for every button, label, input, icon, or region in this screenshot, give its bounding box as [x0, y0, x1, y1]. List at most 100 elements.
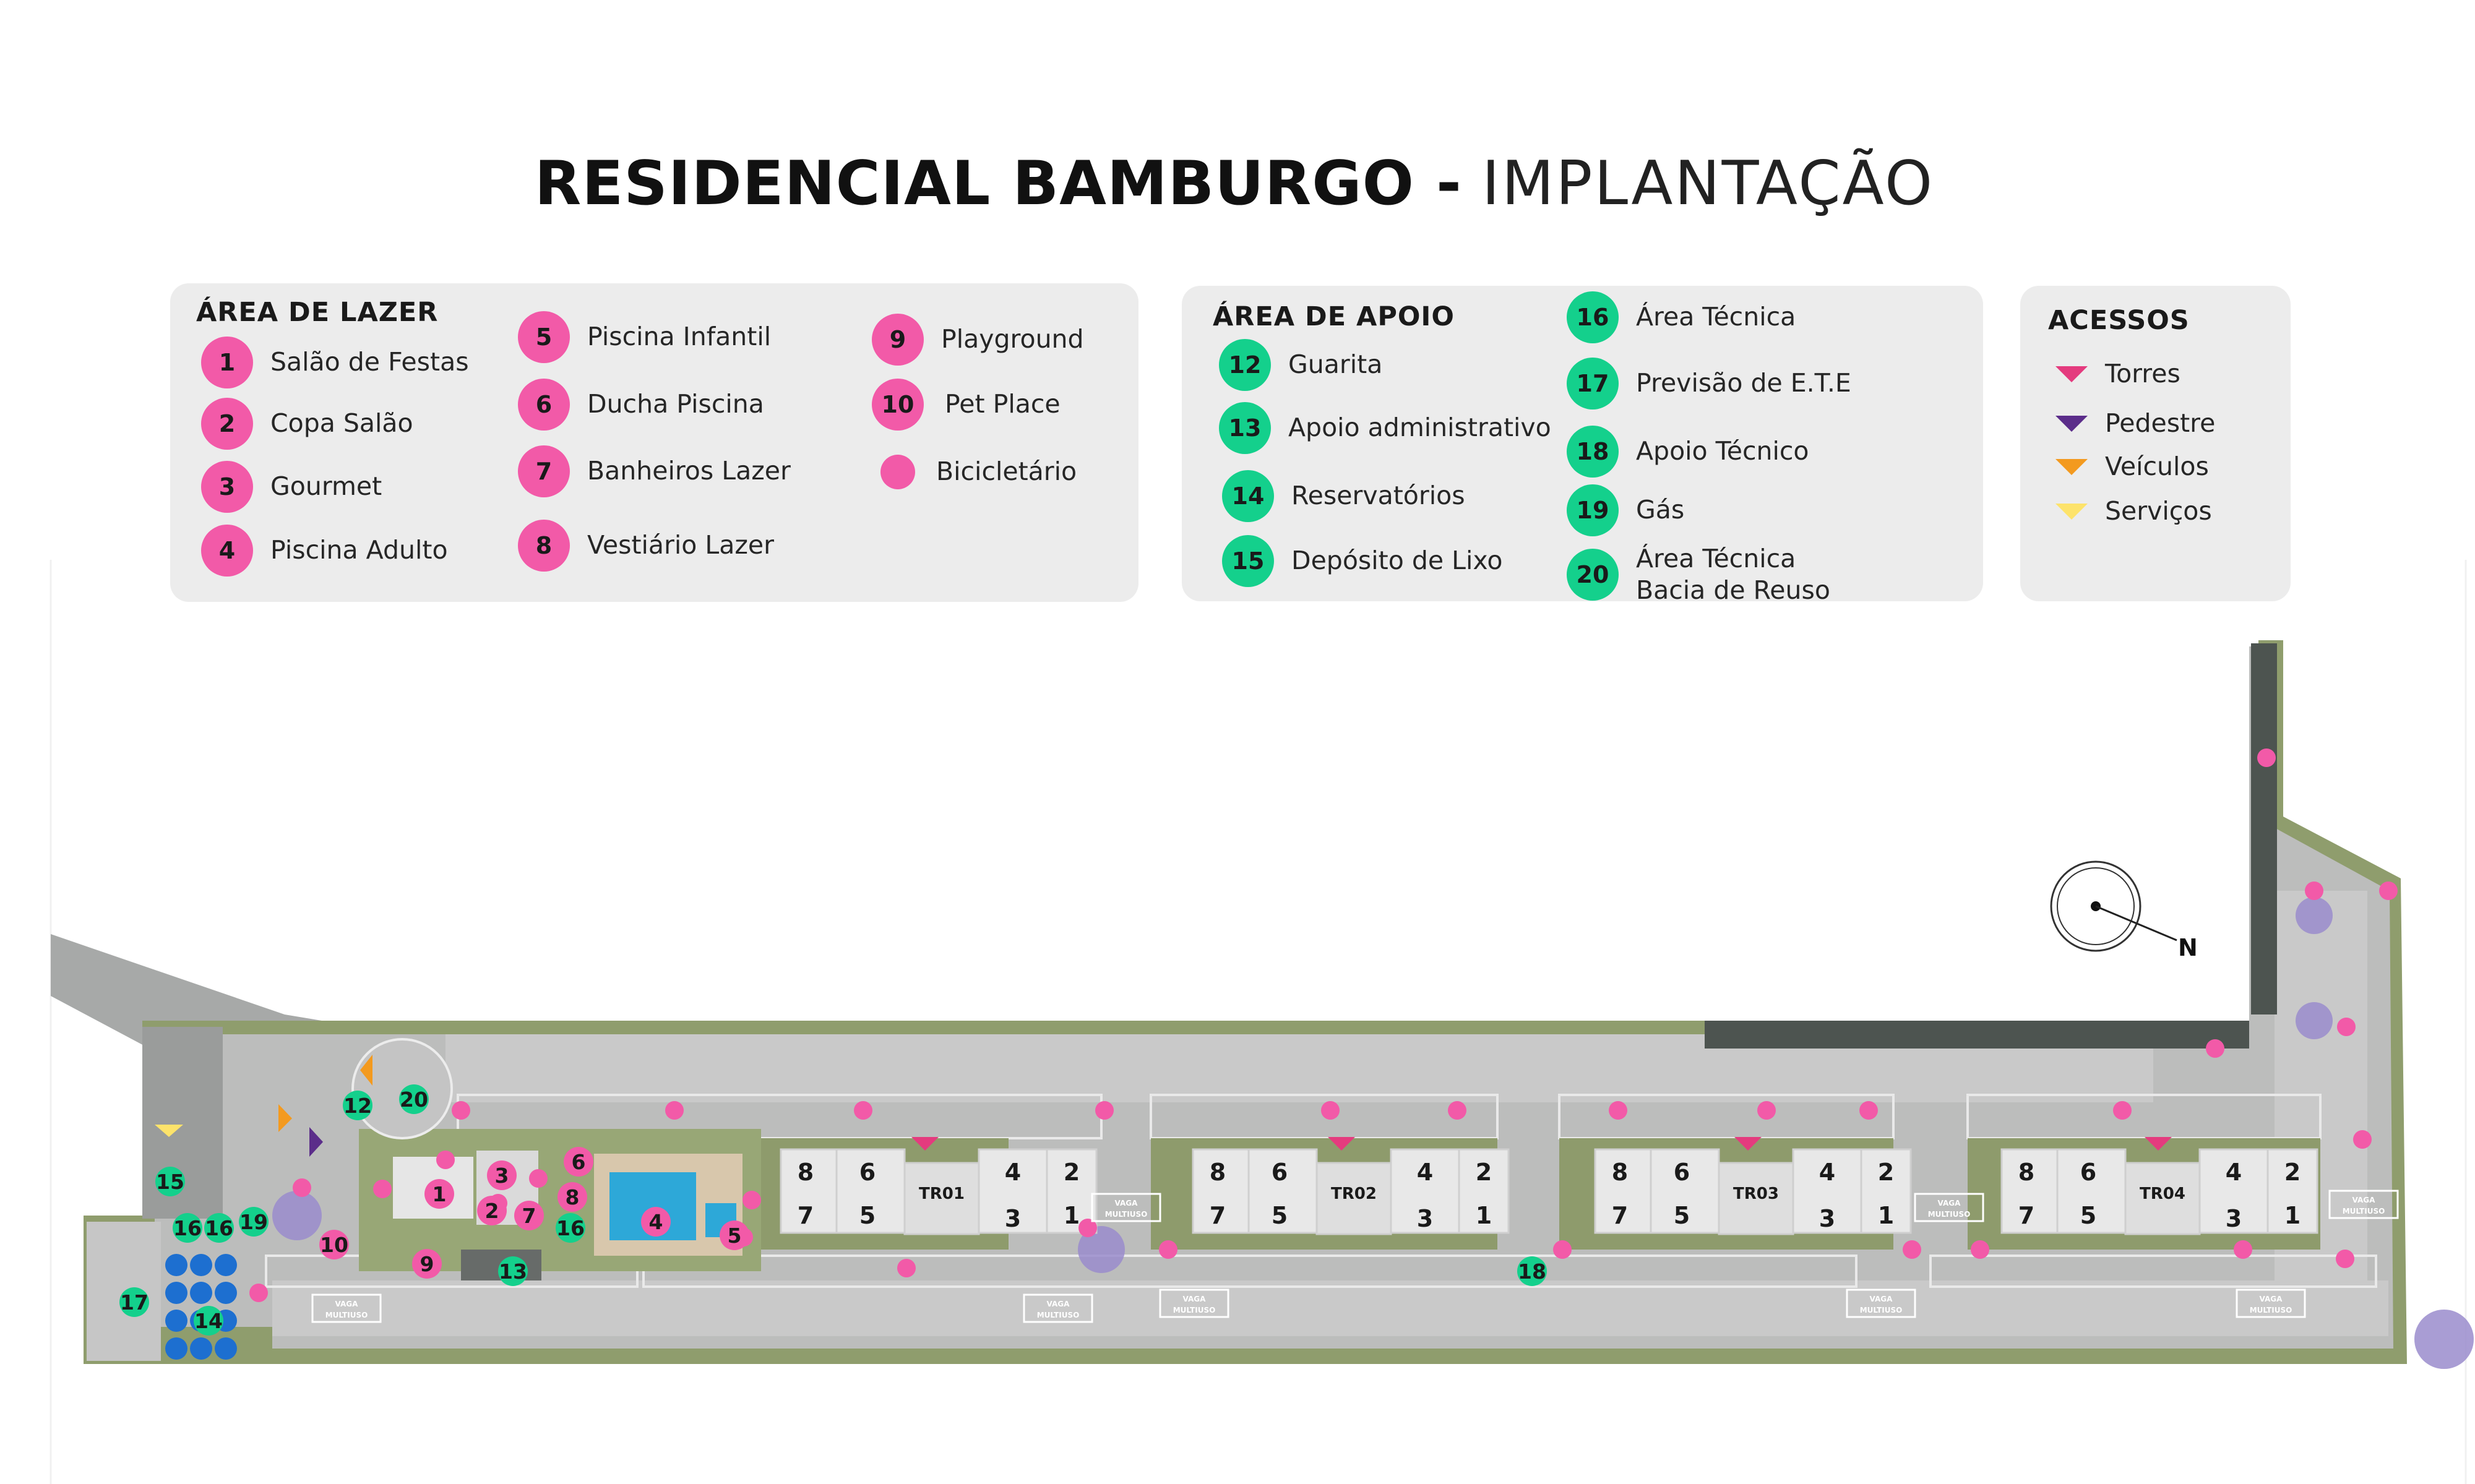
badge-16: 16	[1567, 291, 1619, 343]
legend-label: Playground	[941, 324, 1084, 354]
bicicletario-dot-icon	[2113, 1101, 2132, 1120]
marker-number: 6	[572, 1150, 586, 1174]
badge-3: 3	[201, 461, 253, 513]
bicicletario-dot-icon	[1757, 1101, 1776, 1120]
map-marker-1: 1	[424, 1179, 454, 1209]
legend-acessos-panel	[2020, 286, 2291, 601]
map-marker-16: 16	[556, 1213, 585, 1243]
tower-wing	[2056, 1148, 2127, 1234]
legend-label: Vestiário Lazer	[587, 530, 774, 560]
multiuso-text: MULTIUSO	[1037, 1311, 1080, 1319]
bicicletario-dot-icon	[436, 1151, 455, 1169]
legend-label: Previsão de E.T.E	[1636, 368, 1851, 398]
reservoir	[215, 1337, 237, 1360]
tower-unit-number: 5	[2080, 1202, 2096, 1229]
legend-item-pet-place: 10 Pet Place	[872, 379, 1061, 431]
map-marker-13: 13	[498, 1256, 528, 1286]
vaga-text: VAGA	[1047, 1300, 1070, 1308]
marker-number: 2	[485, 1199, 499, 1223]
bicicletario-dot-icon	[2257, 748, 2276, 767]
servicos-access-icon	[155, 1125, 183, 1137]
marker-circle	[514, 1201, 544, 1230]
map-marker-8: 8	[557, 1182, 587, 1212]
tower-wing	[780, 1148, 838, 1234]
bicicletario-dot-icon	[2337, 1018, 2356, 1036]
multiuso-text: MULTIUSO	[325, 1311, 368, 1319]
tree	[272, 1191, 322, 1240]
page-title: RESIDENCIAL BAMBURGO - IMPLANTAÇÃO	[0, 153, 2469, 214]
vaga-text: VAGA	[1870, 1295, 1893, 1303]
legend-item-playground: 9 Playground	[872, 314, 1084, 366]
tower-unit-number: 5	[859, 1202, 876, 1229]
vaga-text: VAGA	[1115, 1199, 1138, 1207]
bicicletario-dot-icon	[2234, 1240, 2252, 1259]
marker-number: 10	[320, 1233, 348, 1257]
marker-number: 3	[495, 1164, 509, 1188]
legend-item-piscina-adulto: 4 Piscina Adulto	[201, 525, 448, 577]
map-marker-4: 4	[641, 1207, 671, 1237]
bicicletario-dot-icon	[897, 1259, 916, 1277]
north-label: N	[2178, 934, 2198, 961]
reservoir	[215, 1254, 237, 1276]
marker-circle	[319, 1230, 349, 1259]
map-marker-3: 3	[487, 1160, 517, 1190]
badge-9: 9	[872, 314, 924, 366]
bicicletario-dot-icon	[293, 1178, 311, 1197]
tower-unit-number: 7	[1210, 1202, 1226, 1229]
marker-circle	[239, 1207, 269, 1237]
bicicletario-dot-icon	[1903, 1240, 1921, 1259]
tower-name: TR04	[2140, 1185, 2185, 1203]
bicicletario-dot-icon	[1321, 1101, 1340, 1120]
marker-circle	[194, 1306, 223, 1336]
legend-item-guarita: 12 Guarita	[1219, 339, 1382, 391]
north-compass: N	[2050, 860, 2198, 961]
legend-label: Serviços	[2105, 496, 2212, 526]
marker-circle	[564, 1147, 593, 1177]
badge-15: 15	[1222, 535, 1274, 587]
tower-unit-number: 2	[2284, 1159, 2301, 1186]
legend-item-vestiario-lazer: 8 Vestiário Lazer	[518, 520, 774, 572]
legend-label-line2: Bacia de Reuso	[1636, 575, 1830, 606]
tree	[2296, 897, 2333, 934]
marker-circle	[720, 1220, 749, 1250]
marker-number: 9	[420, 1252, 434, 1276]
torres-access-arrow-icon	[911, 1137, 939, 1151]
tower-unit-number: 7	[798, 1202, 814, 1229]
tower-unit-number: 6	[1272, 1159, 1288, 1186]
legend-label: Apoio administrativo	[1288, 413, 1551, 443]
map-marker-16: 16	[204, 1213, 234, 1243]
parking-bay-row	[1929, 1255, 2377, 1288]
marker-number: 15	[156, 1170, 184, 1194]
vaga-text: VAGA	[1183, 1295, 1207, 1303]
torres-access-arrow-icon	[2145, 1137, 2172, 1151]
marker-circle	[155, 1167, 185, 1196]
veiculos-access-icon	[360, 1055, 372, 1086]
tower-wing	[2266, 1148, 2318, 1234]
tower-unit-number: 8	[1210, 1159, 1226, 1186]
tower-name: TR02	[1331, 1185, 1377, 1203]
apoio-title: ÁREA DE APOIO	[1213, 301, 1455, 332]
bicicletario-dot-icon	[249, 1284, 268, 1302]
map-marker-5: 5	[720, 1220, 749, 1250]
multiuso-text: MULTIUSO	[1173, 1306, 1216, 1315]
tower-unit-number: 8	[798, 1159, 814, 1186]
tower-access-arrows-layer	[911, 1137, 2172, 1151]
bicicletario-dot-icon	[2305, 881, 2323, 900]
bicicletario-dot-icon	[1859, 1101, 1878, 1120]
tower-name: TR01	[919, 1185, 965, 1203]
vaga-text: VAGA	[1938, 1199, 1961, 1207]
map-marker-10: 10	[319, 1230, 349, 1259]
badge-12: 12	[1219, 339, 1271, 391]
marker-number: 1	[433, 1182, 447, 1206]
vaga-box	[2328, 1190, 2399, 1219]
tower-unit-number: 6	[1674, 1159, 1690, 1186]
tower-unit-number: 5	[1674, 1202, 1690, 1229]
tower-wing	[1860, 1148, 1912, 1234]
bicicletario-dot-icon	[742, 1191, 761, 1209]
legend-label: Piscina Adulto	[270, 535, 448, 565]
bicicletario-dot-icon	[2336, 1250, 2354, 1268]
